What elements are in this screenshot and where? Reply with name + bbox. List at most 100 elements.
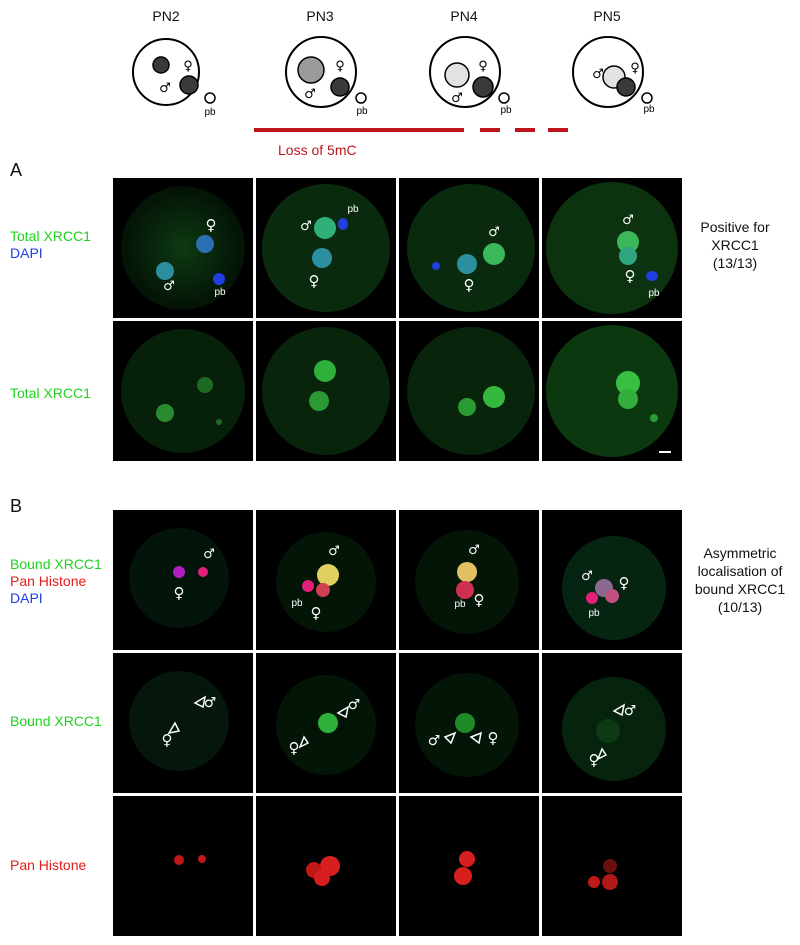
svg-text:♀: ♀ xyxy=(474,591,485,609)
svg-text:pb: pb xyxy=(648,288,660,299)
svg-text:♂: ♂ xyxy=(163,279,175,294)
female-symbol: ♀ xyxy=(335,59,345,74)
svg-text:♂: ♂ xyxy=(328,544,340,559)
note-line: localisation of xyxy=(697,563,783,579)
svg-text:pb: pb xyxy=(347,204,359,215)
micrograph-b3-pn3 xyxy=(256,796,396,936)
micrograph-b1-pn3: ♂ pb ♀ xyxy=(256,510,396,650)
row-label-a1: Total XRCC1 DAPI xyxy=(10,228,91,262)
row-label-line: Bound XRCC1 xyxy=(10,713,102,729)
svg-text:♀: ♀ xyxy=(311,604,322,622)
row-label-a2: Total XRCC1 xyxy=(10,385,91,402)
micrograph-b3-pn4 xyxy=(399,796,539,936)
svg-text:♂: ♂ xyxy=(624,703,637,719)
stage-label-pn2: PN2 xyxy=(152,8,180,24)
svg-text:♀: ♀ xyxy=(206,216,217,234)
svg-text:pb: pb xyxy=(291,598,303,609)
svg-text:♀: ♀ xyxy=(464,276,475,294)
male-symbol: ♂ xyxy=(159,81,171,96)
row-label-line: DAPI xyxy=(10,590,43,606)
svg-text:♂: ♂ xyxy=(581,569,593,584)
micrograph-a1-pn5: ♂ ♀ pb xyxy=(542,178,682,318)
svg-text:♀: ♀ xyxy=(589,751,600,769)
male-symbol: ♂ xyxy=(304,87,316,102)
zygote-schematic-pn4: ♂ ♀ pb xyxy=(429,36,512,116)
arrowhead-icon xyxy=(612,703,626,717)
note-line: (10/13) xyxy=(717,599,763,615)
micrograph-a2-pn3 xyxy=(256,321,396,461)
svg-text:♀: ♀ xyxy=(625,267,636,285)
female-symbol: ♀ xyxy=(630,61,640,76)
pb-label: pb xyxy=(500,105,512,116)
micrograph-b1-pn4: ♂ pb ♀ xyxy=(399,510,539,650)
scale-bar xyxy=(659,451,671,453)
svg-text:♂: ♂ xyxy=(300,219,312,234)
row-label-line: DAPI xyxy=(10,245,43,261)
row-label-line: Total XRCC1 xyxy=(10,228,91,244)
svg-text:♀: ♀ xyxy=(289,739,300,757)
row-label-line: Bound XRCC1 xyxy=(10,556,102,572)
micrograph-a1-pn4: ♂ ♀ xyxy=(399,178,539,318)
arrowhead-icon xyxy=(193,695,207,709)
row-label-line: Total XRCC1 xyxy=(10,385,91,401)
pb-label: pb xyxy=(356,106,368,117)
micrograph-b1-pn5: ♂ ♀ pb xyxy=(542,510,682,650)
loss-of-5mc-label: Loss of 5mC xyxy=(278,142,357,158)
svg-text:♀: ♀ xyxy=(309,272,320,290)
male-symbol: ♂ xyxy=(451,91,463,106)
svg-text:pb: pb xyxy=(214,287,226,298)
female-symbol: ♀ xyxy=(478,59,488,74)
micrograph-b3-pn5 xyxy=(542,796,682,936)
micrograph-b2-pn4: ♂ ♀ xyxy=(399,653,539,793)
svg-text:♂: ♂ xyxy=(468,543,480,558)
svg-text:pb: pb xyxy=(588,608,600,619)
arrowhead-icon xyxy=(469,731,483,745)
zygote-schematic-pn5: ♂ ♀ pb xyxy=(572,36,655,115)
zygote-schematic-pn2: ♂ ♀ pb xyxy=(132,38,216,118)
pb-label: pb xyxy=(204,107,216,118)
row-label-line: Pan Histone xyxy=(10,573,87,589)
stage-label-pn4: PN4 xyxy=(450,8,478,24)
stage-label-pn5: PN5 xyxy=(593,8,621,24)
row-label-b2: Bound XRCC1 xyxy=(10,713,102,730)
svg-text:♀: ♀ xyxy=(174,584,185,602)
female-symbol: ♀ xyxy=(183,59,193,74)
note-line: Positive for xyxy=(700,219,770,235)
micrograph-b2-pn2: ♂ ♀ xyxy=(113,653,253,793)
panel-letter-a: A xyxy=(10,160,23,180)
svg-text:♂: ♂ xyxy=(622,213,634,228)
stage-label-pn3: PN3 xyxy=(306,8,334,24)
loss-of-5mc-bar xyxy=(254,128,568,132)
panel-a-note: Positive for XRCC1 (13/13) xyxy=(680,218,790,272)
micrograph-b2-pn5: ♂ ♀ xyxy=(542,653,682,793)
svg-text:♂: ♂ xyxy=(203,547,215,562)
svg-text:♀: ♀ xyxy=(619,574,630,592)
micrograph-a2-pn2 xyxy=(113,321,253,461)
svg-text:♂: ♂ xyxy=(488,225,500,240)
row-label-line: Pan Histone xyxy=(10,857,87,873)
note-line: Asymmetric xyxy=(703,545,777,561)
micrograph-a1-pn2: ♀ ♂ pb xyxy=(113,178,253,318)
note-line: bound XRCC1 xyxy=(694,581,786,597)
micrograph-a2-pn5 xyxy=(542,321,682,461)
arrowhead-icon xyxy=(336,705,350,719)
male-symbol: ♂ xyxy=(592,67,604,82)
micrograph-b1-pn2: ♂ ♀ xyxy=(113,510,253,650)
micrograph-a1-pn3: ♂ pb ♀ xyxy=(256,178,396,318)
svg-text:♂: ♂ xyxy=(428,733,441,749)
micrograph-a2-pn4 xyxy=(399,321,539,461)
arrowhead-icon xyxy=(298,735,310,749)
svg-text:pb: pb xyxy=(454,599,466,610)
micrograph-b2-pn3: ♂ ♀ xyxy=(256,653,396,793)
note-line: (13/13) xyxy=(712,255,758,271)
svg-text:♀: ♀ xyxy=(162,731,173,749)
svg-text:♂: ♂ xyxy=(348,697,361,713)
arrowhead-icon xyxy=(596,747,608,761)
panel-b-note: Asymmetric localisation of bound XRCC1 (… xyxy=(685,544,795,616)
arrowhead-icon xyxy=(167,721,181,735)
panel-letter-b: B xyxy=(10,496,23,516)
note-line: XRCC1 xyxy=(711,237,759,253)
svg-text:♀: ♀ xyxy=(488,729,499,747)
svg-text:♂: ♂ xyxy=(204,695,217,711)
pb-label: pb xyxy=(643,104,655,115)
